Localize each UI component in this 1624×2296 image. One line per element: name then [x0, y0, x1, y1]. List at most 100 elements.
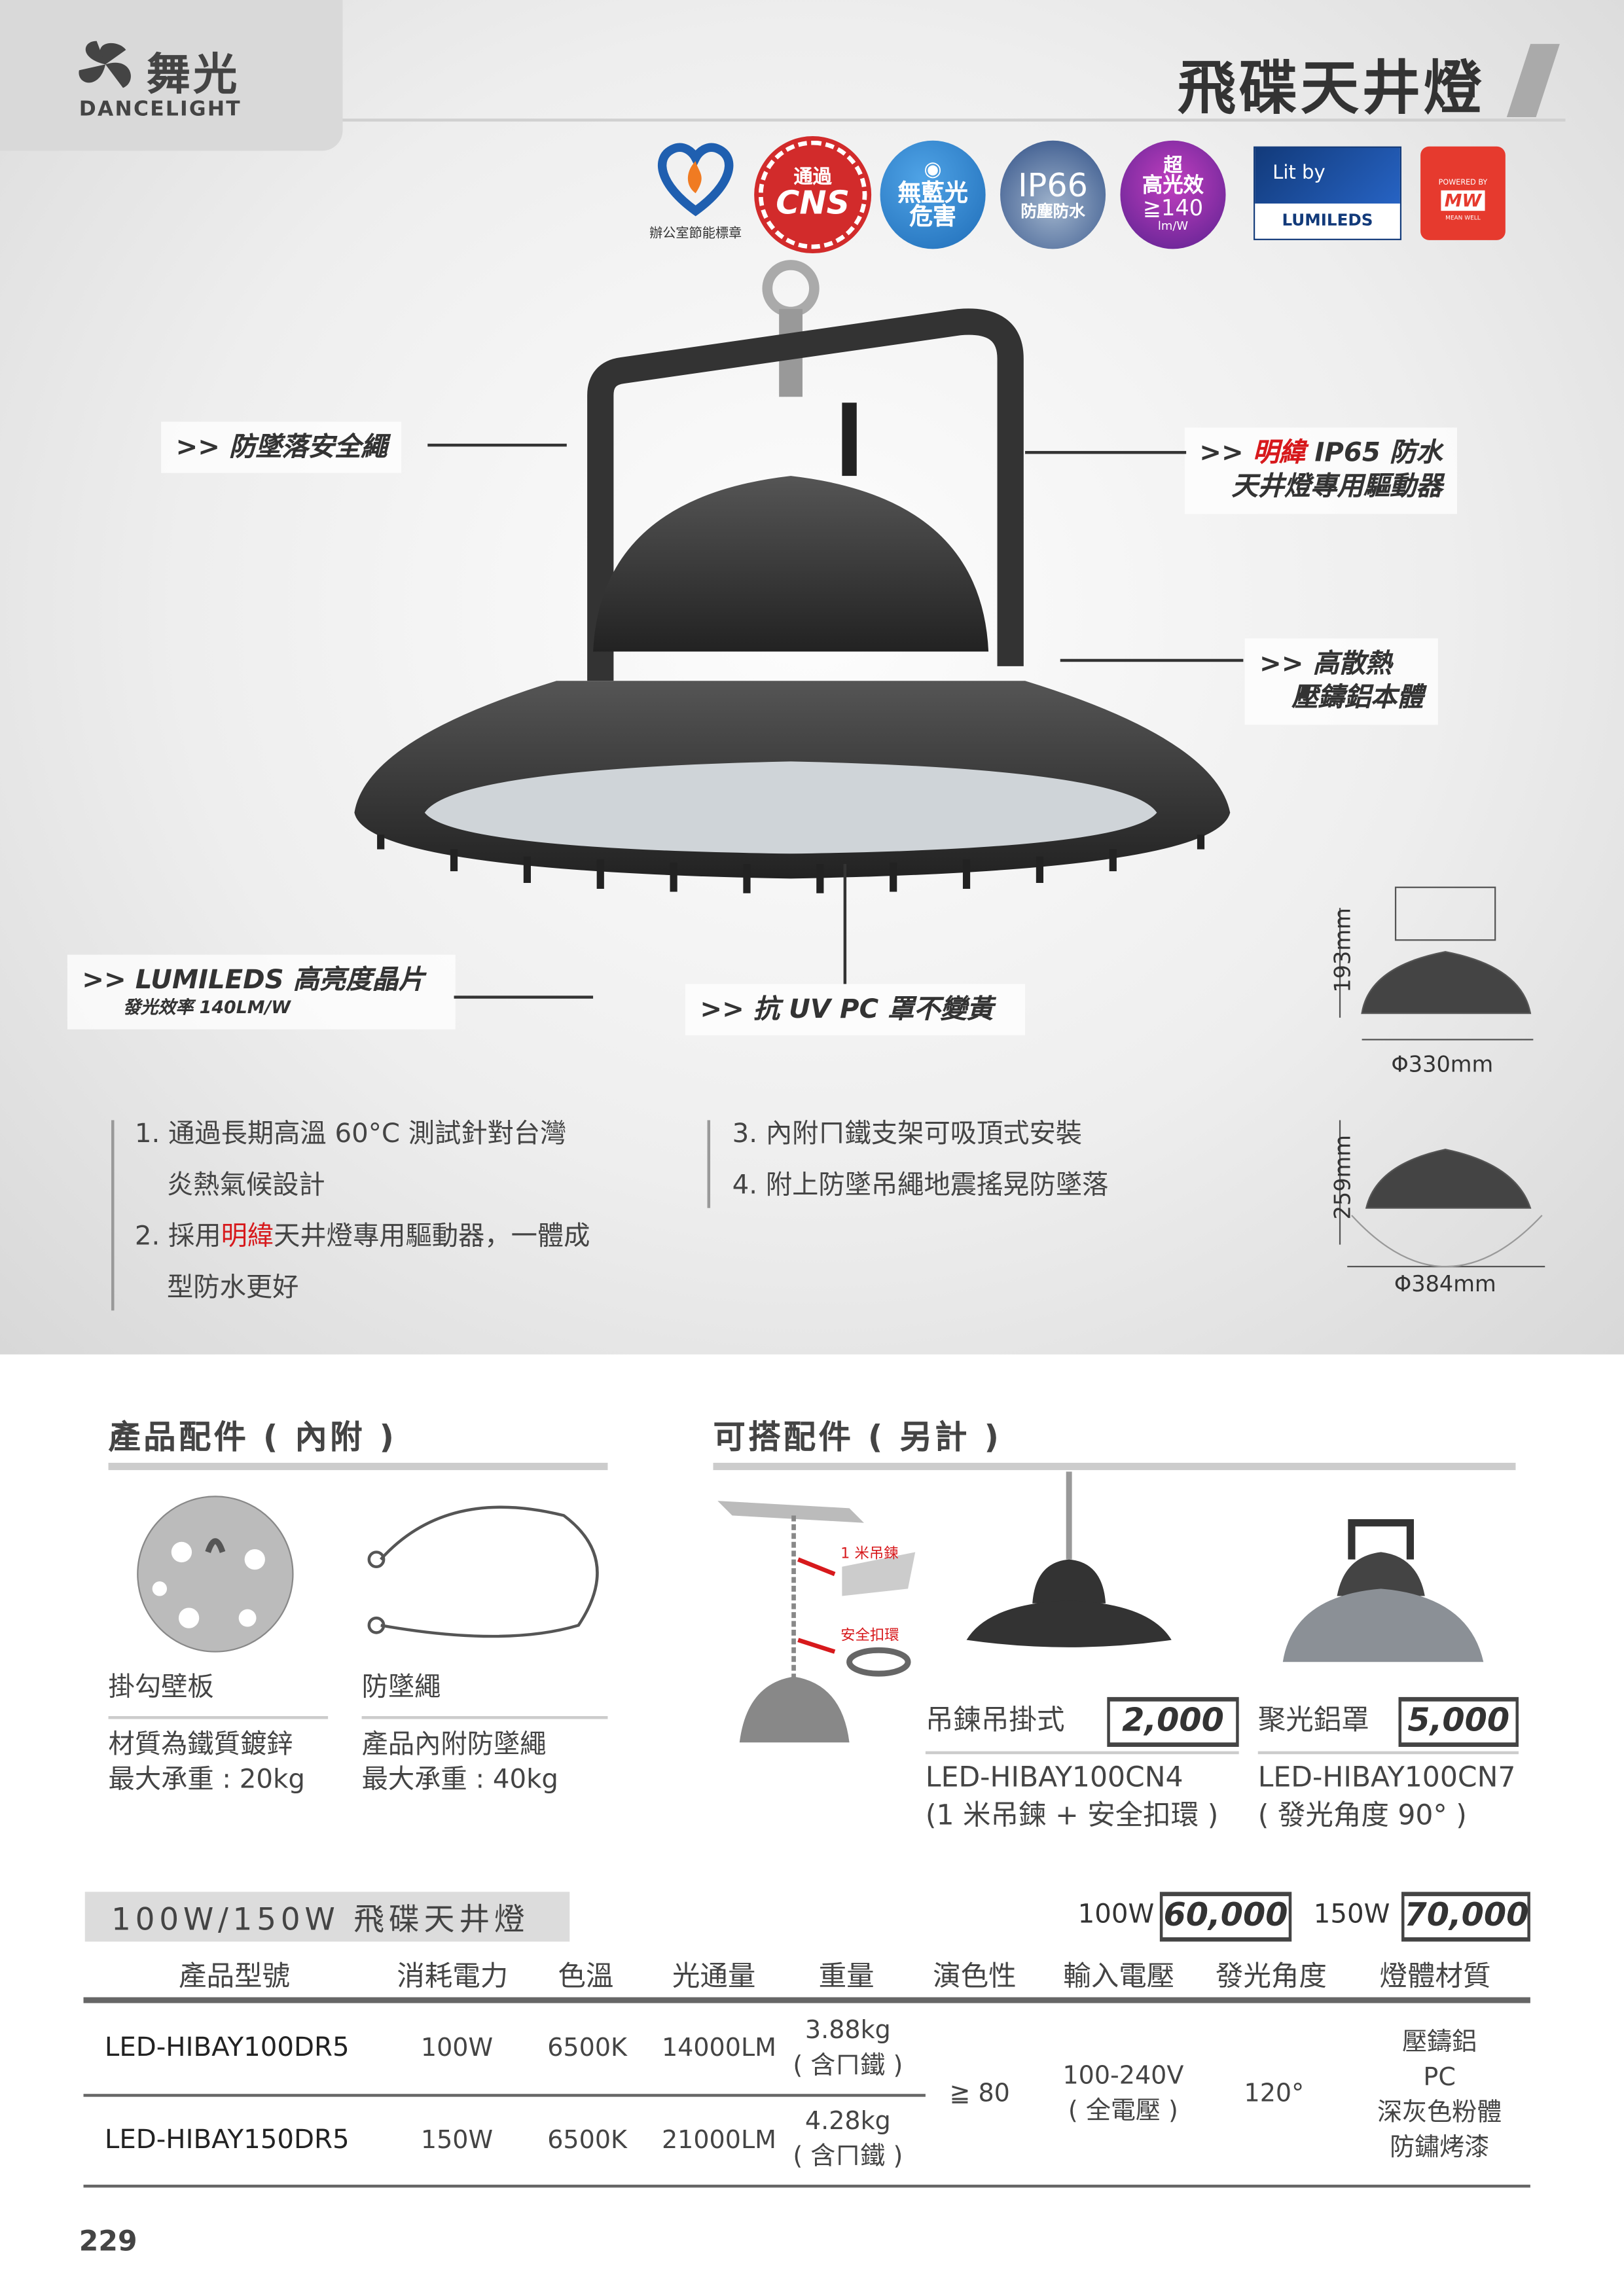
large-diameter-label: Φ384mm	[1394, 1270, 1496, 1298]
cell-voltage-note: ( 全電壓 )	[1068, 2096, 1178, 2126]
price-100w: 60,000	[1159, 1892, 1292, 1942]
desc-line: 材質為鐵質鍍鋅	[108, 1729, 293, 1761]
title-divider	[342, 118, 1566, 122]
brand-logo: 舞光 DANCELIGHT	[0, 0, 343, 151]
divider	[361, 1715, 608, 1719]
safety-rope-image	[367, 1505, 599, 1638]
callout-led-line2: 發光效率 140LM/W	[122, 997, 291, 1018]
blue-light-line2: 危害	[909, 202, 956, 231]
cell-flux: 21000LM	[661, 2126, 776, 2156]
feature-2-pre: 2. 採用	[134, 1221, 221, 1252]
col-header-angle: 發光角度	[1215, 1960, 1327, 1993]
brand-name-en: DANCELIGHT	[79, 98, 242, 122]
leader-line	[1060, 658, 1244, 662]
small-height-label: 193mm	[1329, 908, 1356, 993]
ip-sub: 防塵防水	[1020, 202, 1085, 221]
fan-logo-icon	[79, 41, 131, 88]
cell-model: LED-HIBAY100DR5	[104, 2032, 350, 2064]
efficacy-badge: 超 高光效 ≧140 lm/W	[1120, 140, 1226, 249]
callout-pc: >> 抗 UV PC 罩不變黃	[685, 984, 1026, 1036]
col-header-power: 消耗電力	[397, 1960, 509, 1993]
col-header-material: 燈體材質	[1379, 1960, 1491, 1993]
cell-angle: 120°	[1244, 2079, 1305, 2109]
desc-line: 最大承重 : 40kg	[361, 1764, 558, 1795]
feature-2-brand: 明緯	[221, 1221, 274, 1252]
feature-1-cont: 炎熱氣候設計	[167, 1170, 325, 1201]
eye-icon: ◉	[924, 158, 942, 182]
mw-logo: MW	[1441, 190, 1485, 211]
feature-bar	[111, 1120, 115, 1311]
callout-heat-line2: 壓鑄鋁本體	[1291, 683, 1424, 714]
chain-label: 1 米吊鍊	[840, 1546, 899, 1563]
callout-heat-line1: >> 高散熱	[1259, 649, 1392, 680]
cell-cct: 6500K	[547, 2034, 627, 2064]
material-line: PC	[1423, 2063, 1456, 2092]
cell-cct: 6500K	[547, 2126, 627, 2156]
cns-badge: 通過 CNS	[758, 140, 867, 249]
ip66-badge: IP66 防塵防水	[1000, 140, 1106, 249]
cell-model: LED-HIBAY150DR5	[104, 2125, 350, 2156]
optional-name: 吊鍊吊掛式	[925, 1704, 1065, 1737]
included-accessories-heading: 產品配件 ( 內附 )	[108, 1420, 397, 1458]
material-line: 深灰色粉體	[1377, 2098, 1502, 2128]
leader-line	[843, 863, 847, 984]
callout-led-line1: >> LUMILEDS 高亮度晶片	[82, 965, 425, 996]
feature-bar	[707, 1120, 711, 1208]
large-height-label: 259mm	[1329, 1134, 1356, 1220]
divider	[1257, 1751, 1519, 1755]
cns-main: CNS	[776, 186, 850, 223]
optional-note: ( 發光角度 90° )	[1257, 1799, 1467, 1832]
col-header-weight: 重量	[818, 1960, 875, 1993]
clip-label: 安全扣環	[840, 1628, 899, 1645]
cell-power: 150W	[420, 2126, 494, 2156]
optional-detail: LED-HIBAY100CN7 ( 發光角度 90° )	[1258, 1759, 1516, 1835]
small-diameter-label: Φ330mm	[1391, 1051, 1494, 1078]
hook-plate-image	[137, 1496, 294, 1653]
feature-2-cont: 型防水更好	[167, 1272, 299, 1304]
col-header-cct: 色溫	[558, 1960, 614, 1993]
divider	[108, 1715, 329, 1719]
optional-detail: LED-HIBAY100CN4(1 米吊鍊 + 安全扣環 )	[926, 1759, 1218, 1835]
price-150w: 70,000	[1401, 1892, 1530, 1942]
efficacy-mid: 高光效	[1142, 175, 1204, 198]
feature-list-right: 3. 內附ㄇ鐵支架可吸頂式安裝 4. 附上防墜吊繩地震搖晃防墜落	[732, 1109, 1109, 1211]
optional-model: LED-HIBAY100CN7	[1257, 1761, 1516, 1794]
section-underline	[108, 1462, 608, 1471]
lit-by-text: Lit by	[1272, 162, 1326, 185]
chain-pendant-lamp-image	[966, 1471, 1172, 1647]
accessory-desc: 產品內附防墜繩最大承重 : 40kg	[362, 1728, 558, 1798]
aluminium-reflector-image	[1282, 1519, 1484, 1662]
lumileds-text: LUMILEDS	[1255, 203, 1400, 239]
callout-led: >> LUMILEDS 高亮度晶片 發光效率 140LM/W	[67, 954, 456, 1030]
price-label-100w: 100W	[1077, 1899, 1155, 1930]
feature-2-post: 天井燈專用驅動器，一體成	[274, 1221, 590, 1252]
energy-label-badge: 辦公室節能標章	[638, 141, 753, 246]
price-label-150w: 150W	[1313, 1899, 1390, 1930]
efficacy-unit: lm/W	[1157, 219, 1189, 233]
optional-accessories-heading: 可搭配件 ( 另計 )	[713, 1420, 1002, 1458]
dimension-diagrams	[1339, 886, 1545, 1268]
optional-name: 聚光鋁罩	[1257, 1704, 1369, 1737]
leader-line	[454, 996, 594, 999]
cell-weight: 3.88kg	[804, 2016, 891, 2046]
cell-weight-note: ( 含ㄇ鐵 )	[793, 2051, 903, 2081]
ufo-highbay-lamp-image	[354, 260, 1231, 893]
optional-price: 5,000	[1398, 1696, 1519, 1747]
feature-4: 4. 附上防墜吊繩地震搖晃防墜落	[732, 1170, 1109, 1201]
cell-power: 100W	[420, 2034, 494, 2064]
ip-rating: IP66	[1018, 168, 1088, 205]
no-blue-light-badge: ◉ 無藍光 危害	[880, 140, 986, 249]
energy-label-text: 辦公室節能標章	[649, 226, 742, 242]
callout-driver-brand: 明緯	[1252, 437, 1306, 469]
efficacy-top: 超	[1163, 154, 1183, 177]
optional-note: (1 米吊鍊 + 安全扣環 )	[925, 1799, 1219, 1832]
callout-driver: >> 明緯 IP65 防水 天井燈專用驅動器	[1184, 427, 1458, 514]
product-table-title: 100W/150W 飛碟天井燈	[84, 1892, 570, 1942]
feature-2: 2. 採用明緯天井燈專用驅動器，一體成	[135, 1211, 590, 1262]
cell-cri: ≧ 80	[949, 2079, 1010, 2109]
optional-price: 2,000	[1107, 1696, 1239, 1747]
blue-light-line1: 無藍光	[897, 177, 968, 206]
feature-1: 1. 通過長期高溫 60°C 測試針對台灣	[134, 1119, 567, 1150]
powered-by-text: POWERED BY	[1438, 178, 1488, 188]
